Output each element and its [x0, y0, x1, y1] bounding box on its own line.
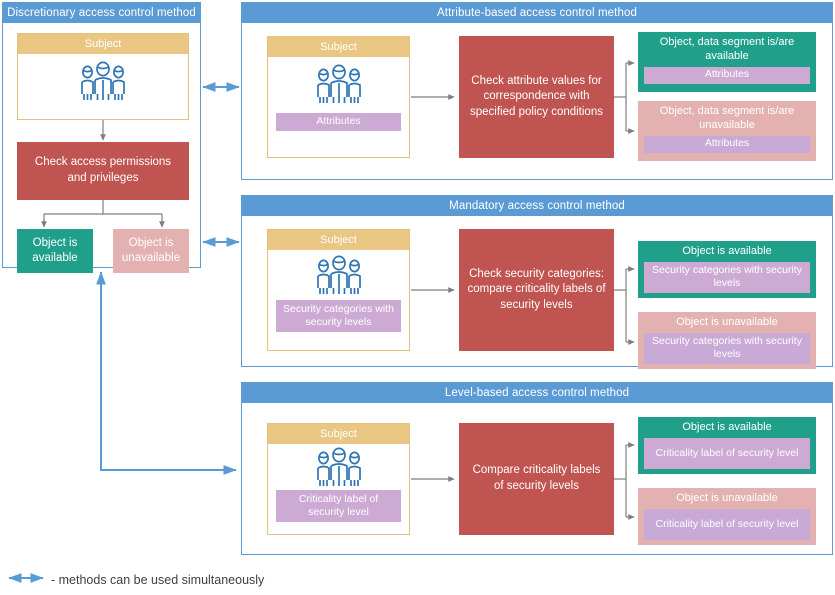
subject-block-attribute: Subject Attributes: [267, 36, 410, 158]
result-unavailable-mandatory: Object is unavailable Security categorie…: [638, 312, 816, 369]
result-unavailable-discretionary: Object is unavailable: [113, 229, 189, 273]
process-box-discretionary: Check access permissions and privileges: [17, 142, 189, 200]
subject-block-mandatory: Subject Security categories with securit…: [267, 229, 410, 351]
subject-chip-attributes: Attributes: [276, 113, 401, 131]
panel-attribute-based-title: Attribute-based access control method: [242, 3, 832, 23]
subject-title: Subject: [268, 424, 409, 444]
result-unavailable-attribute: Object, data segment is/are unavailable …: [638, 101, 816, 161]
people-group-icon: [311, 63, 367, 107]
process-box-mandatory: Check security categories: compare criti…: [459, 229, 614, 351]
subject-title: Subject: [268, 230, 409, 250]
panel-mandatory-title: Mandatory access control method: [242, 196, 832, 216]
subject-chip-criticality-label: Criticality label of security level: [276, 490, 401, 522]
result-available-level: Object is available Criticality label of…: [638, 417, 816, 474]
legend-text: - methods can be used simultaneously: [51, 572, 265, 587]
panel-discretionary-body: Subject: [3, 23, 200, 273]
result-available-attribute: Object, data segment is/are available At…: [638, 32, 816, 92]
result-chip: Criticality label of security level: [644, 437, 810, 469]
subject-body: Attributes: [268, 57, 409, 157]
result-title: Object, data segment is/are available: [659, 36, 795, 62]
panel-discretionary-title: Discretionary access control method: [3, 3, 200, 23]
result-title: Object is unavailable: [676, 492, 778, 504]
process-box-level: Compare criticality labels of security l…: [459, 423, 614, 535]
legend: - methods can be used simultaneously: [5, 572, 264, 587]
subject-block-level: Subject Criticality label of security le…: [267, 423, 410, 535]
result-title: Object is available: [682, 421, 772, 433]
subject-title: Subject: [268, 37, 409, 57]
subject-body: Criticality label of security level: [268, 444, 409, 534]
result-chip: Criticality label of security level: [644, 508, 810, 540]
people-group-icon: [75, 60, 131, 104]
subject-body: Security categories with security levels: [268, 250, 409, 350]
process-box-attribute: Check attribute values for correspondenc…: [459, 36, 614, 158]
panel-mandatory-body: Subject Security categories with securit…: [242, 216, 832, 369]
people-group-icon: [311, 446, 367, 490]
panel-discretionary: Discretionary access control method Subj…: [2, 2, 201, 273]
panel-mandatory: Mandatory access control method Subject: [241, 195, 833, 369]
double-arrow-icon: [5, 572, 47, 587]
people-group-icon: [311, 254, 367, 298]
result-title: Object, data segment is/are unavailable: [659, 105, 795, 131]
result-chip: Attributes: [644, 66, 810, 84]
link-arrow-panel3: [96, 271, 237, 475]
result-chip: Security categories with security levels: [644, 261, 810, 293]
subject-body: [18, 54, 188, 119]
result-available-mandatory: Object is available Security categories …: [638, 241, 816, 298]
result-unavailable-level: Object is unavailable Criticality label …: [638, 488, 816, 545]
panel-level-based: Level-based access control method Subjec…: [241, 382, 833, 555]
result-title: Object is available: [682, 245, 772, 257]
result-available-discretionary: Object is available: [17, 229, 93, 273]
panel-level-based-title: Level-based access control method: [242, 383, 832, 403]
result-chip: Attributes: [644, 135, 810, 153]
subject-title: Subject: [18, 34, 188, 54]
subject-block-discretionary: Subject: [17, 33, 189, 120]
panel-attribute-based: Attribute-based access control method Su…: [241, 2, 833, 180]
result-chip: Security categories with security levels: [644, 332, 810, 364]
result-title: Object is unavailable: [676, 316, 778, 328]
subject-chip-security-categories: Security categories with security levels: [276, 300, 401, 332]
panel-level-based-body: Subject Criticality label of security le…: [242, 403, 832, 554]
panel-attribute-based-body: Subject Attributes Check attribute va: [242, 23, 832, 179]
